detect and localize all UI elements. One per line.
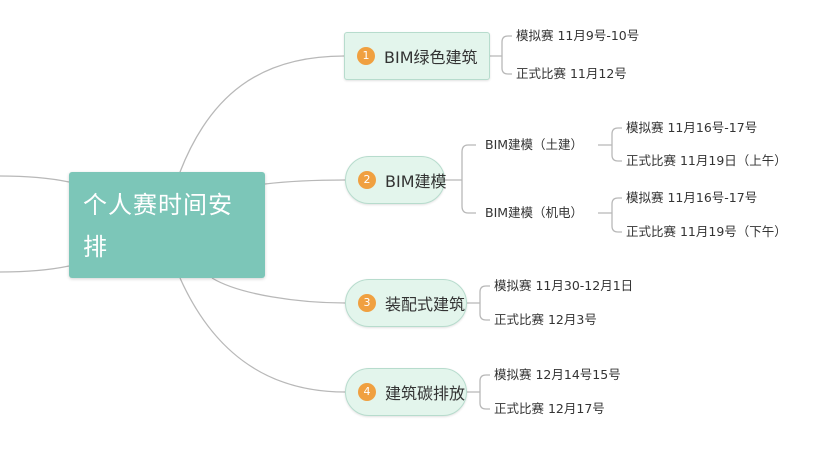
carbon-formal-label: 正式比赛 12月17号 <box>494 401 605 416</box>
connector-civil-bracket <box>598 127 622 162</box>
root-title: 个人赛时间安排 <box>83 191 233 261</box>
category-label: BIM建模 <box>385 172 447 191</box>
connector-cat1-bracket <box>490 35 512 75</box>
number-badge: 3 <box>358 294 376 312</box>
connector-stub-bottom <box>0 265 70 273</box>
category-label: 装配式建筑 <box>385 295 466 314</box>
green-mock-label: 模拟赛 11月9号-10号 <box>516 28 640 43</box>
category-label: BIM绿色建筑 <box>384 48 478 67</box>
category-node-bim-modeling[interactable]: 2 BIM建模 <box>345 156 447 204</box>
prefab-formal-label: 正式比赛 12月3号 <box>494 312 597 327</box>
connector-cat2-bracket <box>444 144 476 214</box>
category-node-prefab-building[interactable]: 3 装配式建筑 <box>345 279 467 327</box>
green-formal-label: 正式比赛 11月12号 <box>516 66 627 81</box>
connector-cat3-bracket <box>466 285 490 321</box>
category-node-carbon-emission[interactable]: 4 建筑碳排放 <box>345 368 467 416</box>
category-label: 建筑碳排放 <box>385 384 466 403</box>
category-node-green-building[interactable]: 1 BIM绿色建筑 <box>344 32 490 80</box>
mep-mock-label: 模拟赛 11月16号-17号 <box>626 190 758 205</box>
connector-mep-bracket <box>598 197 622 233</box>
connector-cat4-bracket <box>466 374 490 410</box>
number-badge: 2 <box>358 171 376 189</box>
number-badge: 4 <box>358 383 376 401</box>
connector-root-cat1 <box>179 55 345 173</box>
connector-stub-top <box>0 175 70 183</box>
carbon-mock-label: 模拟赛 12月14号15号 <box>494 367 621 382</box>
number-badge: 1 <box>357 47 375 65</box>
mep-modeling-label[interactable]: BIM建模（机电） <box>485 205 584 220</box>
civil-formal-label: 正式比赛 11月19日（上午） <box>626 153 787 168</box>
connector-root-cat4 <box>179 277 346 393</box>
prefab-mock-label: 模拟赛 11月30-12月1日 <box>494 278 634 293</box>
civil-mock-label: 模拟赛 11月16号-17号 <box>626 120 758 135</box>
connector-root-cat2 <box>264 179 346 185</box>
connector-root-cat3 <box>211 277 346 304</box>
civil-modeling-label[interactable]: BIM建模（土建） <box>485 137 584 152</box>
mep-formal-label: 正式比赛 11月19号（下午） <box>626 224 787 239</box>
root-node[interactable]: 个人赛时间安排 <box>69 172 265 278</box>
